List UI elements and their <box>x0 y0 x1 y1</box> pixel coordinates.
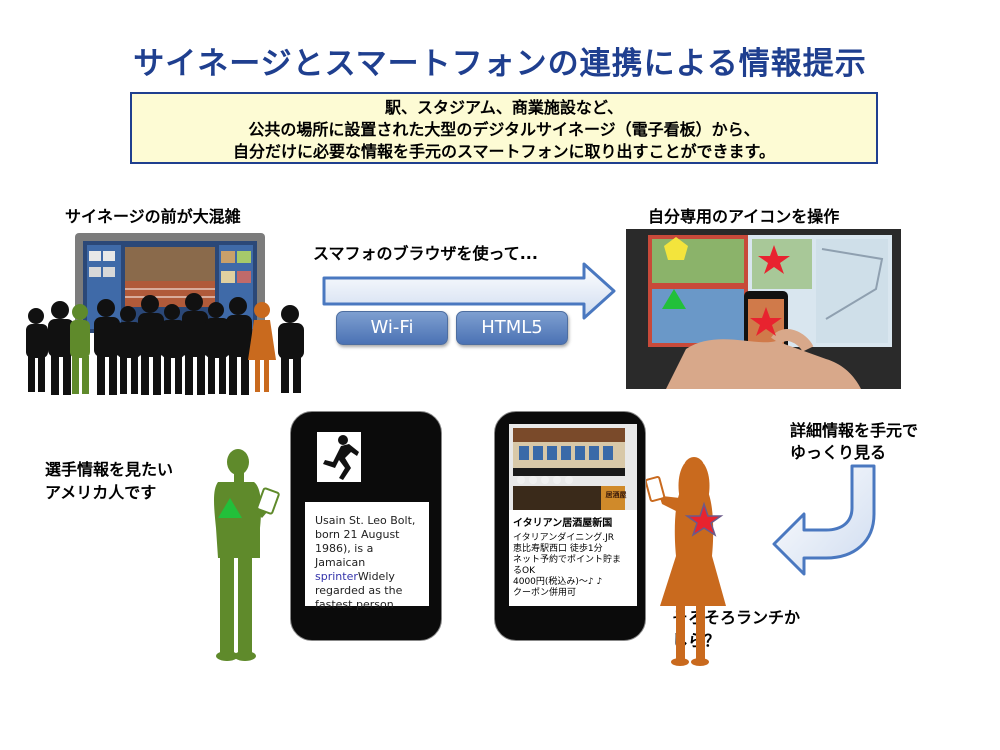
html5-badge: HTML5 <box>456 311 568 345</box>
wifi-badge: Wi-Fi <box>336 311 448 345</box>
man-silhouette-icon <box>214 449 280 661</box>
man-speech-line2: アメリカ人です <box>45 483 157 502</box>
restaurant-info-panel: 居酒屋 イタリアン居酒屋新国 イタリアンダイニング.JR 恵比寿駅西口 徒歩1分… <box>509 424 637 606</box>
restaurant-line-3: ネット予約でポイント貯ま <box>513 555 622 565</box>
restaurant-title[interactable]: イタリアン居酒屋新国 <box>513 518 613 529</box>
sprinter-link[interactable]: sprinter <box>315 570 358 583</box>
athlete-info-text: Usain St. Leo Bolt, born 21 August 1986)… <box>305 502 429 612</box>
athlete-info-panel: Usain St. Leo Bolt, born 21 August 1986)… <box>305 502 429 611</box>
page-title: サイネージとスマートフォンの連携による情報提示 <box>133 46 867 82</box>
info-line-3: 自分だけに必要な情報を手元のスマートフォンに取り出すことができます。 <box>233 142 775 161</box>
detail-label: 詳細情報を手元で ゆっくり見る <box>790 420 918 464</box>
info-line-2: 公共の場所に設置された大型のデジタルサイネージ（電子看板）から、 <box>248 120 760 139</box>
athlete-name: Usain St. Leo Bolt <box>315 514 412 527</box>
detail-label-line2: ゆっくり見る <box>790 443 887 462</box>
restaurant-details: イタリアンダイニング.JR 恵比寿駅西口 徒歩1分 ネット予約でポイント貯ま る… <box>509 529 637 599</box>
return-arrow-icon <box>772 464 876 576</box>
restaurant-line-5: 4000円(税込み)～♪ ♪ <box>513 577 603 587</box>
runner-thumbnail <box>317 432 361 482</box>
restaurant-line-4: るOK <box>513 566 535 576</box>
restaurant-line-1: イタリアンダイニング.JR <box>513 533 615 543</box>
crowd-label: サイネージの前が大混雑 <box>65 207 241 226</box>
flow-arrow-icon <box>322 262 616 320</box>
restaurant-storefront-icon <box>509 424 637 510</box>
woman-silhouette-icon <box>646 457 726 666</box>
restaurant-sign: 居酒屋 <box>605 491 627 499</box>
crowd-silhouette-icon <box>26 293 304 395</box>
runner-icon <box>323 435 359 480</box>
detail-label-line1: 詳細情報を手元で <box>790 421 919 440</box>
smartphone-athlete: Usain St. Leo Bolt, born 21 August 1986)… <box>290 411 442 641</box>
man-speech: 選手情報を見たい アメリカ人です <box>45 458 173 504</box>
athlete-bio-c: Widely regarded as the fastest person <box>315 570 403 611</box>
info-box: 駅、スタジアム、商業施設など、 公共の場所に設置された大型のデジタルサイネージ（… <box>130 92 878 164</box>
browser-label: スマフォのブラウザを使って... <box>313 244 538 263</box>
info-line-1: 駅、スタジアム、商業施設など、 <box>384 98 624 117</box>
own-icon-label: 自分専用のアイコンを操作 <box>648 207 840 226</box>
restaurant-line-6: クーポン併用可 <box>513 588 577 598</box>
hand-operation-icon <box>626 229 901 389</box>
smartphone-restaurant: 居酒屋 イタリアン居酒屋新国 イタリアンダイニング.JR 恵比寿駅西口 徒歩1分… <box>494 411 646 641</box>
athlete-bio-a: , born 21 August 1986), is a Jamaican <box>315 514 416 569</box>
operation-photo <box>626 229 901 389</box>
man-speech-line1: 選手情報を見たい <box>45 460 174 479</box>
restaurant-line-2: 恵比寿駅西口 徒歩1分 <box>513 544 603 554</box>
